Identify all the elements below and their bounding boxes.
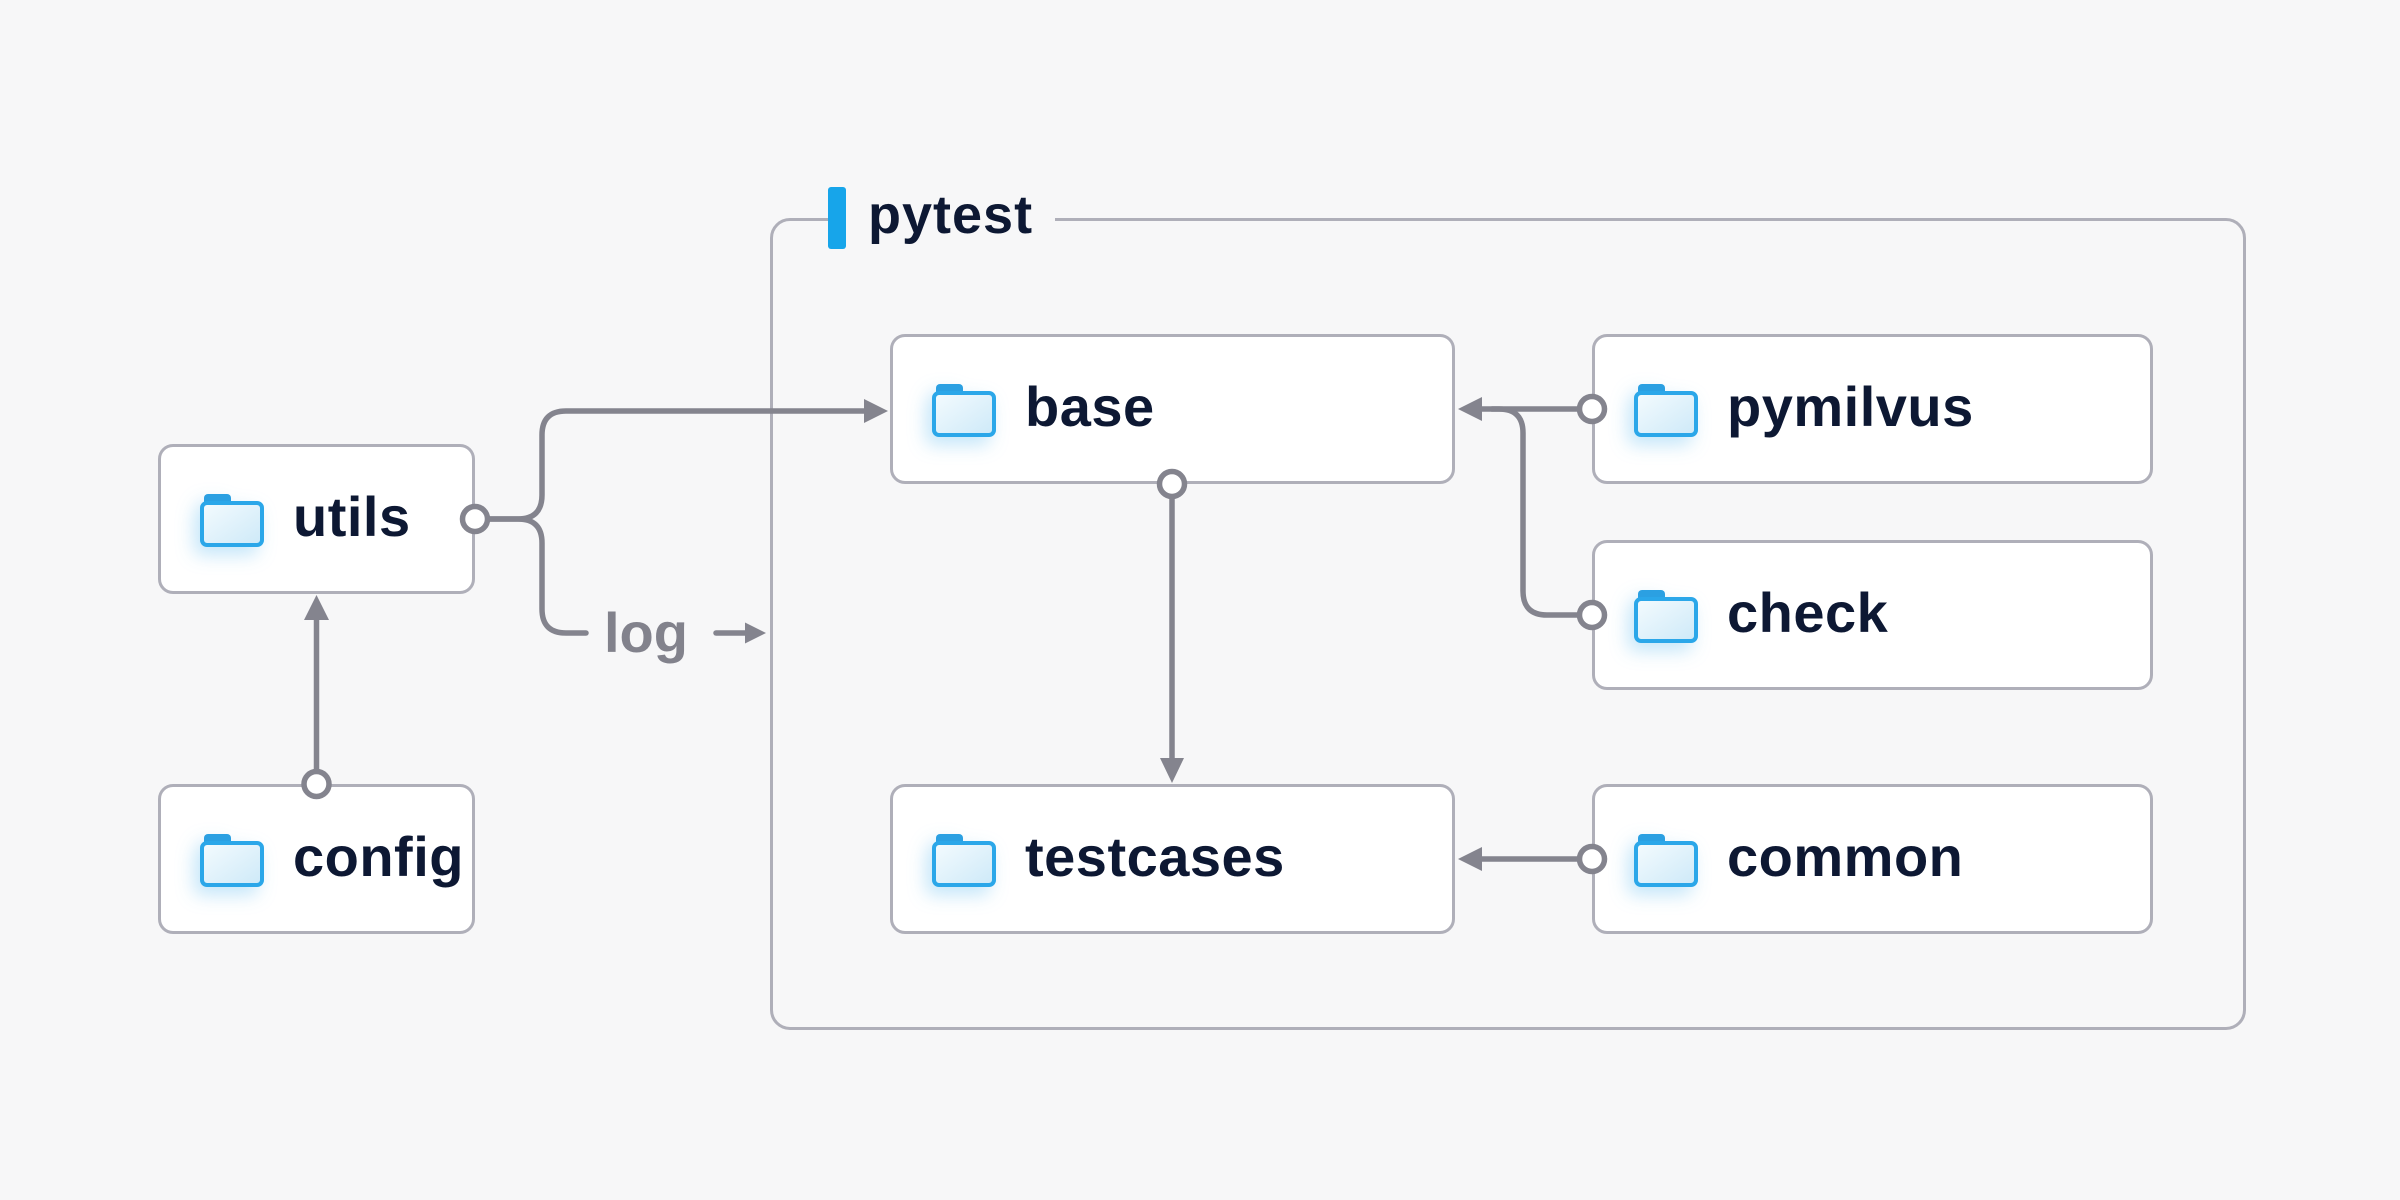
node-label-pymilvus: pymilvus — [1727, 375, 1974, 438]
node-label-check: check — [1727, 581, 1889, 644]
folder-icon — [1634, 590, 1698, 643]
node-label-common: common — [1727, 825, 1964, 888]
pytest-group-box — [770, 218, 2246, 1030]
accent-bar — [828, 187, 846, 249]
edge-config-utils — [304, 595, 329, 773]
folder-icon — [1634, 384, 1698, 437]
pytest-group-label-text: pytest — [868, 185, 1034, 245]
folder-icon — [200, 834, 264, 887]
node-utils: utils — [158, 444, 475, 594]
folder-icon — [200, 494, 264, 547]
node-pymilvus: pymilvus — [1592, 334, 2153, 484]
folder-icon — [1634, 834, 1698, 887]
edge-label-log: log — [604, 601, 688, 664]
node-common: common — [1592, 784, 2153, 934]
folder-icon — [932, 834, 996, 887]
node-testcases: testcases — [890, 784, 1455, 934]
node-label-base: base — [1025, 375, 1155, 438]
node-base: base — [890, 334, 1455, 484]
node-check: check — [1592, 540, 2153, 690]
folder-icon — [932, 384, 996, 437]
node-label-testcases: testcases — [1025, 825, 1285, 888]
node-label-utils: utils — [293, 485, 411, 548]
node-config: config — [158, 784, 475, 934]
pytest-group-label: pytest — [828, 185, 1056, 250]
node-label-config: config — [293, 825, 464, 888]
